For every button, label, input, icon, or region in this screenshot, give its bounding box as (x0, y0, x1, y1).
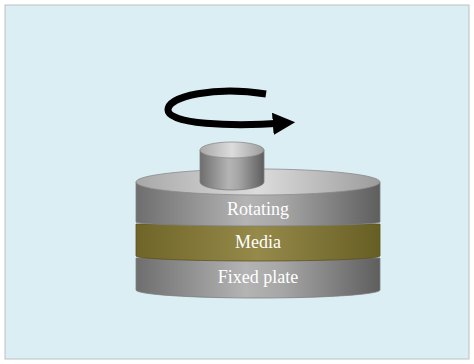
plate-band: Rotating (136, 196, 380, 222)
band-label: Rotating (227, 198, 289, 220)
plate-band: Fixed plate (136, 263, 380, 290)
band-label: Media (235, 231, 281, 253)
rotation-arrow (168, 91, 284, 124)
background-panel (5, 5, 469, 359)
fixed-plate (136, 258, 380, 298)
shaft-top (200, 142, 264, 158)
media-layer (136, 224, 380, 261)
media-band: Media (136, 229, 380, 255)
band-label: Fixed plate (218, 266, 298, 288)
